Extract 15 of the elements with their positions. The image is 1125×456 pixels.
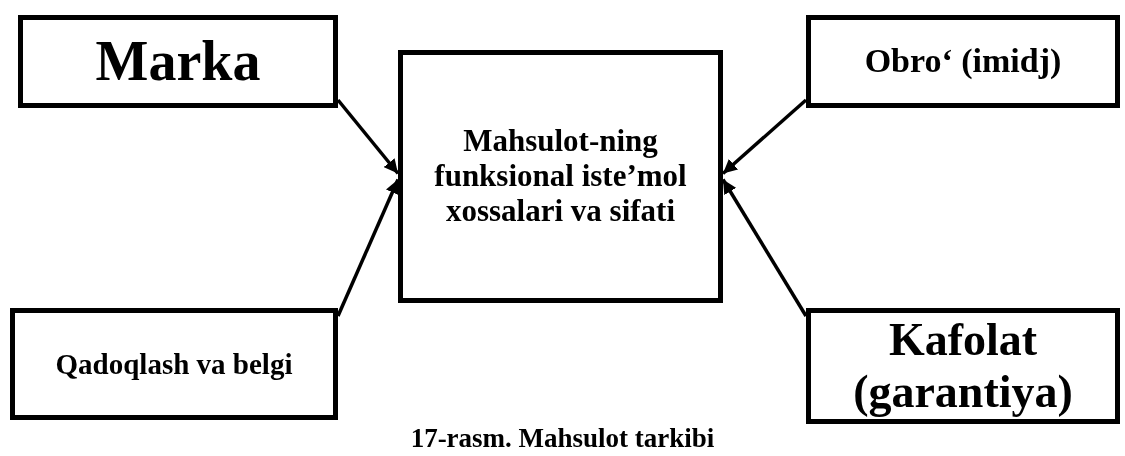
caption: 17-rasm. Mahsulot tarkibi	[410, 423, 715, 454]
text-box	[806, 15, 1120, 108]
text-box	[806, 308, 1120, 424]
box-label: Mahsulot-ning funksional iste’mol xossalari va sifati	[433, 124, 688, 229]
arrow	[336, 98, 400, 175]
arrow	[721, 178, 808, 317]
box-label: Marka	[95, 30, 261, 93]
arrow	[721, 98, 808, 175]
text-box	[398, 50, 723, 303]
text-box	[18, 15, 338, 108]
text-box	[10, 308, 338, 420]
box-label: Obro‘ (imidj)	[864, 42, 1062, 81]
box-label: Kafolat (garantiya)	[852, 314, 1074, 418]
arrow	[336, 178, 400, 317]
box-label: Qadoqlash va belgi	[55, 347, 293, 381]
